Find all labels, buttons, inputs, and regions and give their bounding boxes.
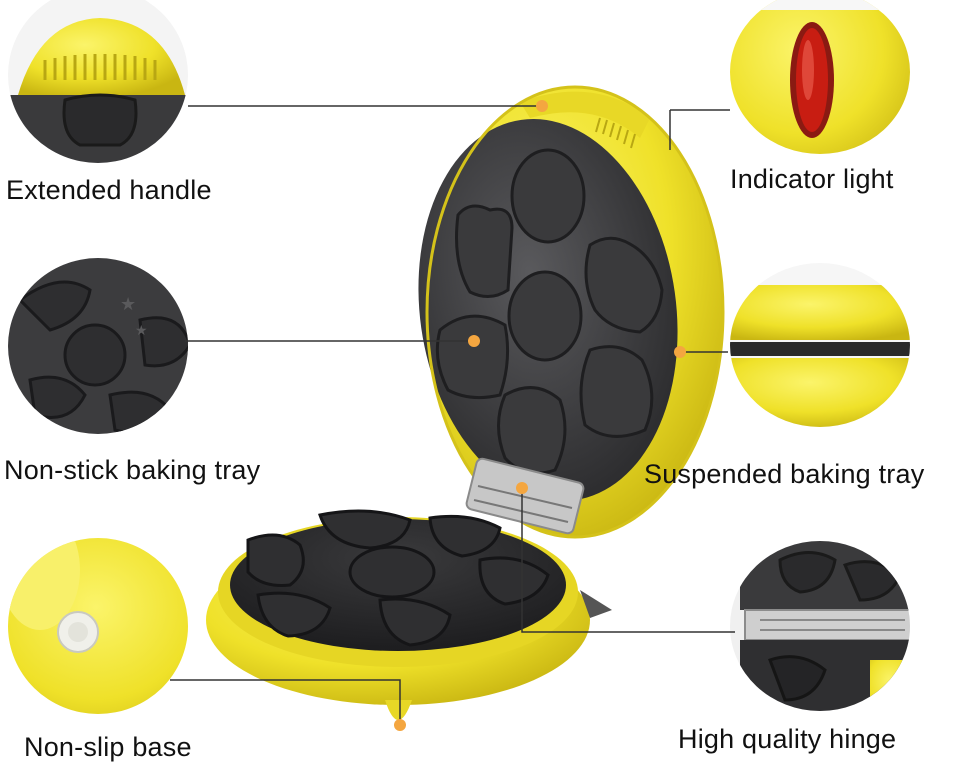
callout-dots xyxy=(394,100,686,731)
label-non-stick-tray: Non-stick baking tray xyxy=(4,455,261,485)
waffle-maker-hinge xyxy=(465,457,585,535)
thumb-suspended-tray xyxy=(730,263,910,427)
svg-text:★: ★ xyxy=(120,294,136,315)
label-hinge: High quality hinge xyxy=(678,724,897,754)
label-indicator-light: Indicator light xyxy=(730,164,894,194)
thumb-non-stick-tray: ★ ★ xyxy=(8,258,188,434)
label-suspended-tray: Suspended baking tray xyxy=(644,459,925,489)
waffle-maker-base xyxy=(206,509,612,720)
waffle-maker-lid xyxy=(418,85,725,539)
thumb-hinge xyxy=(730,541,910,711)
label-non-slip-base: Non-slip base xyxy=(24,732,192,762)
thumb-non-slip-base xyxy=(8,538,188,714)
svg-text:★: ★ xyxy=(135,323,148,339)
thumb-indicator-light xyxy=(730,0,910,154)
label-extended-handle: Extended handle xyxy=(6,175,212,205)
thumb-extended-handle xyxy=(8,0,188,163)
leader-lines xyxy=(170,105,735,725)
